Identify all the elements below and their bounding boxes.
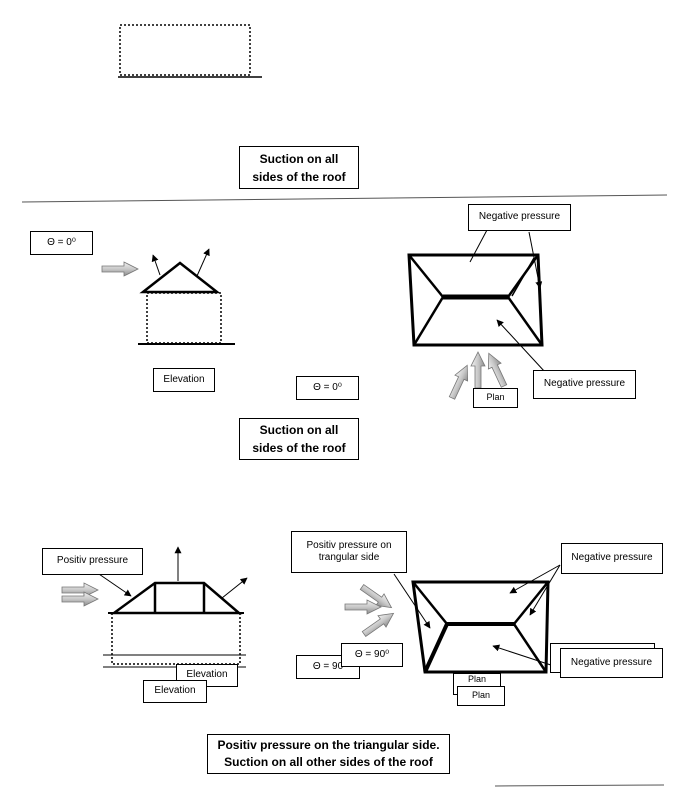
- suction-arrow-windward-icon: [151, 254, 161, 276]
- wind-arrow-icon: [445, 362, 474, 402]
- caption-line-1: Positiv pressure on the triangular side.: [217, 737, 440, 752]
- caption-line-1: Suction on all: [259, 423, 339, 437]
- caption-positive-pressure: Positiv pressure on the triangular side.…: [207, 734, 450, 774]
- wind-arrow-icon: [482, 350, 511, 390]
- wind-arrow-icon: [344, 599, 382, 615]
- leader-line: [469, 229, 488, 263]
- wind-arrow-icon: [470, 351, 486, 389]
- caption-line-2: sides of the roof: [252, 169, 346, 184]
- negative-pressure-label: Negative pressure: [560, 648, 663, 678]
- suction-arrow-icon: [221, 577, 248, 599]
- dotted-wall-outline: [119, 24, 251, 76]
- positive-pressure-triangular-label: Positiv pressure on trangular side: [291, 531, 407, 573]
- section-divider: [21, 194, 668, 203]
- pressure-arrow-icon: [95, 571, 132, 597]
- leader-arrow-icon: [393, 573, 431, 629]
- negative-pressure-label: Negative pressure: [468, 204, 571, 231]
- wind-arrow-icon: [359, 607, 398, 641]
- negative-pressure-label: Negative pressure: [533, 370, 636, 399]
- elevation-label: Elevation: [153, 368, 215, 392]
- theta-label: Θ = 0⁰: [30, 231, 93, 255]
- leader-arrow-icon: [492, 644, 561, 669]
- hip-roof-plan: [407, 253, 544, 347]
- plan-label: Plan: [457, 686, 505, 706]
- elevation-label: Elevation: [143, 680, 207, 703]
- theta-label-plan: Θ = 0⁰: [296, 376, 359, 400]
- leader-arrow-icon: [496, 319, 546, 373]
- bottom-rule: [494, 784, 665, 787]
- caption-line-1: Suction on all: [259, 151, 339, 166]
- label-line-2: trangular side: [318, 552, 380, 563]
- positive-pressure-label: Positiv pressure: [42, 548, 143, 575]
- caption-suction-all-sides: Suction on all sides of the roof: [239, 418, 359, 460]
- caption-line-2: sides of the roof: [252, 441, 346, 455]
- wind-arrow-icon: [61, 582, 99, 598]
- negative-pressure-label: Negative pressure: [561, 543, 663, 574]
- elevation-wall: [146, 292, 222, 344]
- elevation-wall: [111, 612, 241, 665]
- suction-arrow-leeward-icon: [196, 248, 210, 277]
- theta-label: Θ = 90⁰: [341, 643, 403, 667]
- hip-roof-elevation: [110, 581, 243, 615]
- gable-roof: [139, 261, 221, 294]
- caption-line-2: Suction on all other sides of the roof: [224, 755, 433, 769]
- wind-arrow-icon: [101, 261, 139, 277]
- wind-arrow-icon: [61, 591, 99, 607]
- label-line-1: Positiv pressure on: [306, 539, 392, 551]
- leader-arrow-icon: [509, 564, 561, 594]
- leader-arrow-icon: [528, 231, 543, 289]
- caption-suction-all-sides: Suction on all sides of the roof: [239, 146, 359, 189]
- plan-label: Plan: [473, 388, 518, 408]
- leader-arrow-icon: [529, 564, 561, 616]
- hip-roof-plan: [411, 580, 550, 674]
